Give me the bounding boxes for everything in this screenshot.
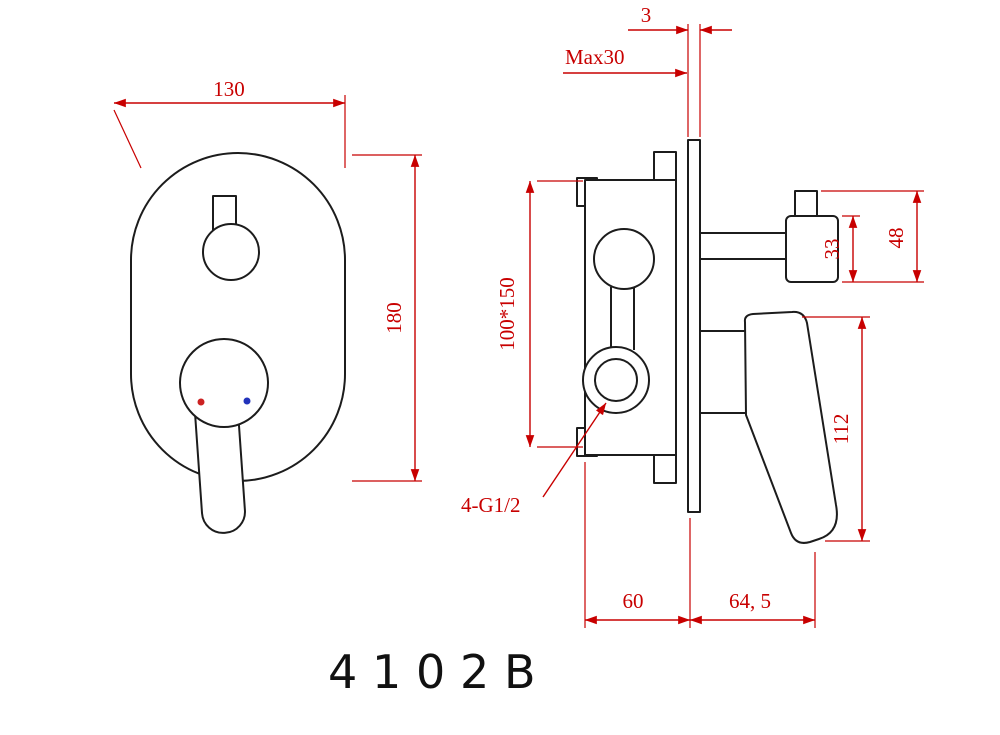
thread-label: 4-G1/2	[461, 493, 521, 517]
dimension-spout-total-48: 48	[821, 190, 924, 283]
dimension-max-wall-30: Max30	[563, 45, 688, 78]
front-view: 130 180	[113, 77, 422, 534]
extension-line	[113, 109, 142, 169]
spout-body	[785, 215, 839, 283]
dimension-handle-112: 112	[802, 316, 870, 542]
handle-paddle	[743, 310, 838, 544]
thread-callout: 4-G1/2	[461, 402, 607, 517]
dimension-spout-body-33: 33	[820, 215, 860, 283]
mounting-lug-bottom	[653, 454, 677, 484]
dim-plate-thickness-label: 3	[641, 3, 652, 27]
dim-depth-front-label: 60	[623, 589, 644, 613]
dim-depth-back-label: 64, 5	[729, 589, 771, 613]
dim-mounting-label: 100*150	[495, 277, 519, 351]
upper-port-circle	[593, 228, 655, 290]
lower-port-inner-circle	[594, 358, 638, 402]
leader-line	[542, 402, 607, 498]
dim-height-label: 180	[382, 302, 406, 334]
handle-hub-circle	[179, 338, 269, 428]
diverter-circle	[202, 223, 260, 281]
spout-pipe	[699, 232, 789, 260]
dim-max-wall-label: Max30	[565, 45, 625, 69]
dimension-height-180: 180	[352, 154, 422, 482]
dim-handle-label: 112	[829, 414, 853, 445]
side-view: 3 Max30 100*150 33 48	[461, 3, 924, 628]
mounting-lug-top	[653, 151, 677, 181]
dim-spout-body-label: 33	[820, 239, 844, 260]
cold-indicator-dot	[243, 397, 251, 405]
dimension-width-130: 130	[113, 77, 346, 169]
hot-indicator-dot	[197, 398, 205, 406]
model-number-title: 4102B	[328, 645, 550, 699]
dimension-depths: 60 64, 5	[584, 462, 816, 628]
dim-width-label: 130	[213, 77, 245, 101]
dimension-mounting-100x150: 100*150	[495, 180, 583, 448]
dim-spout-total-label: 48	[884, 228, 908, 249]
dimension-plate-thickness-3: 3	[628, 3, 732, 137]
wall-plate	[687, 139, 701, 513]
